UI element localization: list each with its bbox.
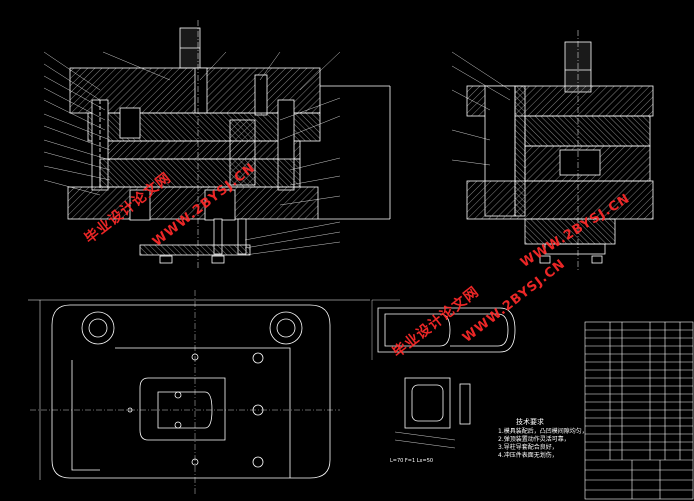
strip-layout-view [371,299,516,360]
technical-notes: 技术要求 1.模具装配后，凸凹模间隙均匀， 2.弹顶装置动作灵活可靠， 3.导柱… [498,418,588,460]
technical-notes-title: 技术要求 [516,418,544,426]
bom-table [584,321,694,500]
technical-note-line: 4.冲压件表面无划伤， [498,452,558,459]
side-section-view [451,30,654,270]
front-section-view [67,20,391,270]
leader-lines-left [43,51,341,256]
technical-note-line: 3.导柱导套配合良好， [498,444,558,451]
technical-note-line: 1.模具装配后，凸凹模间隙均匀， [498,428,588,435]
part-drawing [394,377,471,449]
formula-label: L=70 F=1 Lx=50 [390,458,434,464]
plan-view [28,290,370,495]
technical-note-line: 2.弹顶装置动作灵活可靠， [498,436,570,443]
